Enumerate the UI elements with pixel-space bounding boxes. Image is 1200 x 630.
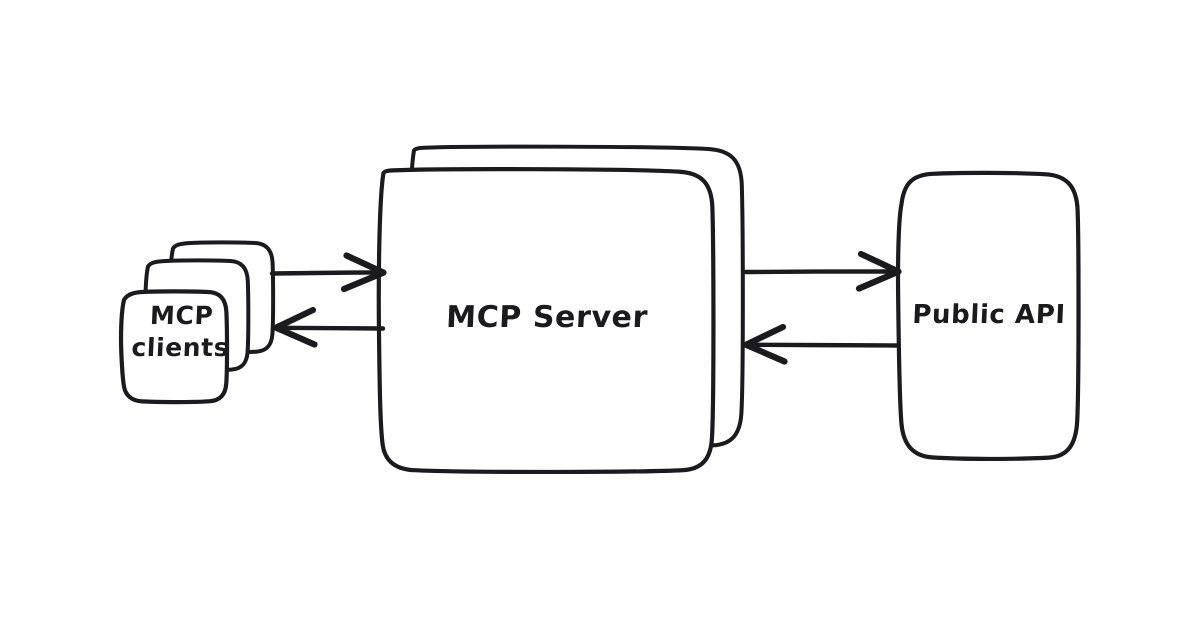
node-public-api[interactable] bbox=[895, 170, 1081, 462]
mcp-clients-card-front bbox=[118, 289, 230, 405]
edge-server-to-clients-line bbox=[274, 325, 386, 331]
edge-api-to-server-line bbox=[744, 342, 901, 348]
edge-clients-to-server-line bbox=[269, 270, 385, 276]
node-label-mcp-server: MCP Server bbox=[445, 300, 649, 335]
edge-server-to-clients-arrowhead bbox=[272, 306, 318, 348]
public-api-card bbox=[895, 170, 1081, 462]
edge-server-to-api-arrowhead bbox=[855, 250, 902, 292]
edge-server-to-api[interactable] bbox=[742, 250, 902, 292]
edge-api-to-server[interactable] bbox=[742, 323, 901, 365]
node-mcp-server[interactable] bbox=[376, 144, 745, 475]
node-label-mcp-clients: MCP clients bbox=[130, 301, 230, 362]
node-mcp-clients[interactable] bbox=[118, 240, 276, 405]
edge-clients-to-server-arrowhead bbox=[340, 252, 387, 293]
edge-server-to-clients[interactable] bbox=[272, 306, 386, 348]
mcp-server-card-front bbox=[376, 167, 716, 475]
edge-api-to-server-arrowhead bbox=[742, 323, 788, 365]
edge-clients-to-server[interactable] bbox=[269, 252, 387, 293]
node-label-public-api: Public API bbox=[911, 300, 1067, 330]
edge-server-to-api-line bbox=[742, 269, 900, 275]
